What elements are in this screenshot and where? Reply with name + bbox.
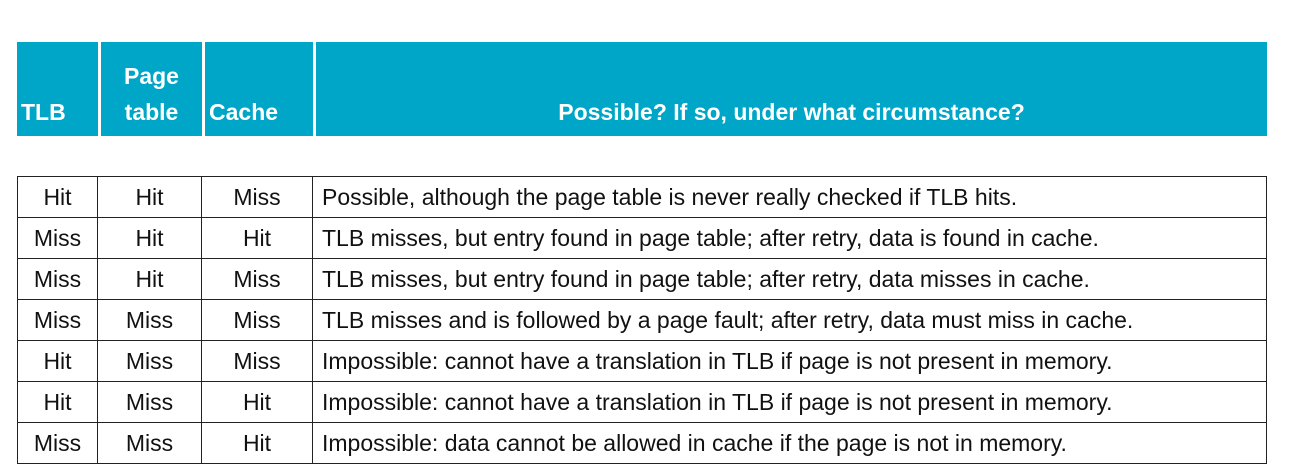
cell-page-table: Hit [98,218,202,259]
cell-description: TLB misses and is followed by a page fau… [313,300,1267,341]
cell-cache: Miss [202,341,313,382]
spacer-cell [17,136,98,176]
cell-cache: Hit [202,423,313,464]
cell-description: Impossible: cannot have a translation in… [313,341,1267,382]
cell-tlb: Miss [17,218,98,259]
cell-page-table: Hit [98,259,202,300]
table-row: Miss Miss Miss TLB misses and is followe… [17,300,1267,341]
header-tlb-line2: TLB [21,99,66,125]
table-row: Hit Miss Miss Impossible: cannot have a … [17,341,1267,382]
cell-description: Possible, although the page table is nev… [313,176,1267,218]
header-page-table: Page table [98,42,202,136]
header-page-table-line1: Page [124,63,179,89]
header-spacer [17,136,1267,176]
table-row: Miss Hit Hit TLB misses, but entry found… [17,218,1267,259]
table-body: Hit Hit Miss Possible, although the page… [17,136,1267,464]
header-possible: Possible? If so, under what circumstance… [313,42,1267,136]
cell-page-table: Miss [98,341,202,382]
table-row: Hit Miss Hit Impossible: cannot have a t… [17,382,1267,423]
cell-page-table: Miss [98,423,202,464]
cell-description: TLB misses, but entry found in page tabl… [313,259,1267,300]
cell-tlb: Miss [17,300,98,341]
cell-tlb: Miss [17,423,98,464]
header-possible-line2: Possible? If so, under what circumstance… [558,99,1025,125]
cell-description: Impossible: data cannot be allowed in ca… [313,423,1267,464]
cell-tlb: Miss [17,259,98,300]
header-cache-line2: Cache [209,99,279,125]
cell-description: TLB misses, but entry found in page tabl… [313,218,1267,259]
cell-tlb: Hit [17,176,98,218]
cell-page-table: Hit [98,176,202,218]
cell-cache: Miss [202,259,313,300]
header-row: TLB Page table Cache Possible? If so, und… [17,42,1267,136]
cell-cache: Hit [202,382,313,423]
cell-page-table: Miss [98,382,202,423]
table-header: TLB Page table Cache Possible? If so, und… [17,42,1267,136]
cell-page-table: Miss [98,300,202,341]
spacer-cell [98,136,202,176]
table-row: Miss Miss Hit Impossible: data cannot be… [17,423,1267,464]
tlb-cache-table: TLB Page table Cache Possible? If so, und… [17,42,1267,464]
cell-tlb: Hit [17,341,98,382]
cell-cache: Miss [202,300,313,341]
spacer-cell [313,136,1267,176]
table-row: Miss Hit Miss TLB misses, but entry foun… [17,259,1267,300]
table-row: Hit Hit Miss Possible, although the page… [17,176,1267,218]
header-cache: Cache [202,42,313,136]
cell-description: Impossible: cannot have a translation in… [313,382,1267,423]
cell-cache: Hit [202,218,313,259]
header-page-table-line2: table [124,99,179,125]
cell-tlb: Hit [17,382,98,423]
cell-cache: Miss [202,176,313,218]
header-tlb: TLB [17,42,98,136]
spacer-cell [202,136,313,176]
